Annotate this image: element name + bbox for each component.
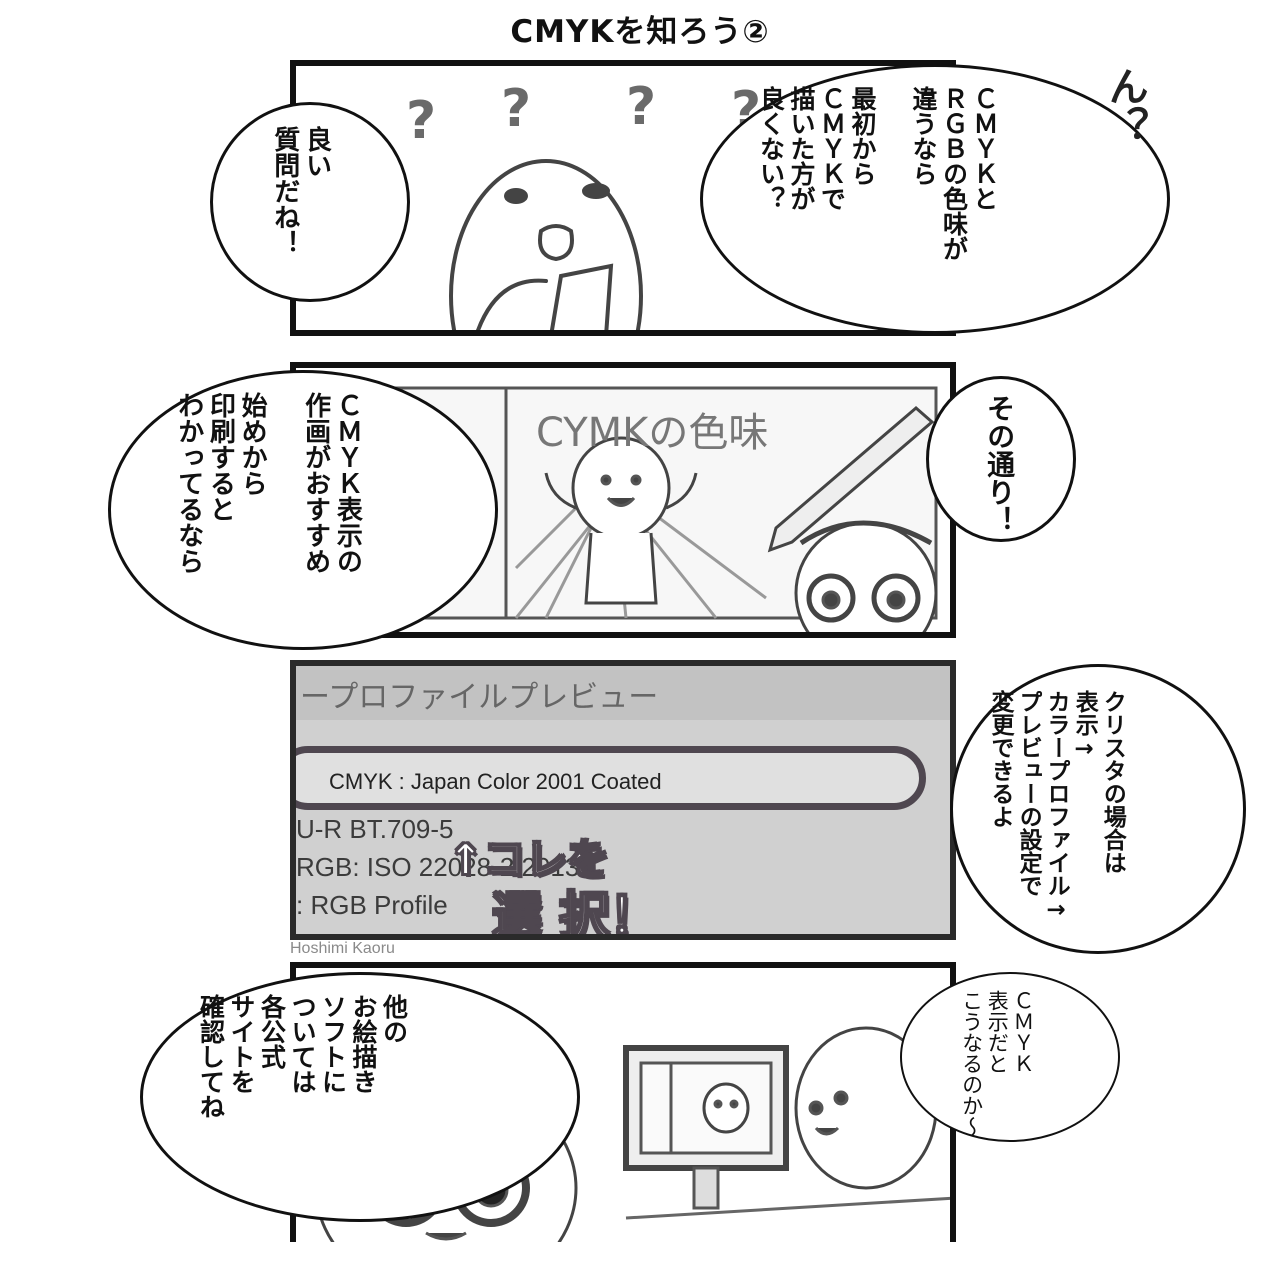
speech-text-other-software: 他の お絵描き ソフトに ついては 各公式 サイトを 確認してね (196, 994, 409, 1119)
speech-text-exactly: その通り！ (983, 394, 1017, 534)
speech-bubble-exactly (926, 376, 1076, 542)
question-mark: ? (501, 79, 531, 139)
speech-bubble-other-software (140, 972, 580, 1222)
panel-3: ープロファイルプレビュー CMYK : Japan Color 2001 Coa… (290, 660, 956, 940)
annotation-select: 選 択！ (491, 886, 660, 940)
menu-option-bt709[interactable]: U-R BT.709-5 (296, 814, 454, 844)
speech-text-clip-studio: クリスタの場合は 表示→ カラープロファイル→ プレビューの設定で 変更できるよ (987, 690, 1126, 923)
speech-bubble-cmyk-view (900, 972, 1120, 1142)
menu-header-bar (296, 666, 950, 720)
speech-text-cmyk-view: ＣＭＹＫ 表示だと こうなるのか～ (959, 990, 1035, 1137)
menu-option-cmyk-japan-color[interactable]: CMYK : Japan Color 2001 Coated (329, 769, 662, 794)
menu-list (296, 720, 950, 934)
comic-title: CMYKを知ろう② (510, 14, 770, 50)
speech-text-good-question: 良い 質問だね！ (269, 126, 332, 256)
menu-option-iso22028[interactable]: RGB: ISO 22028-2:2013 (296, 852, 580, 882)
speech-bubble-question (700, 64, 1170, 334)
artist-credit: Hoshimi Kaoru (290, 940, 395, 957)
speech-bubble-good-question (210, 102, 410, 302)
speech-text-recommend: ＣＭＹＫ表示の 作画がおすすめ 始めから 印刷すると わかってるなら (173, 392, 363, 574)
annotation-this: ↑コレを (447, 834, 610, 885)
speech-bubble-recommend (108, 370, 498, 650)
panel-2-art: CYMKの色味 (374, 386, 938, 632)
speech-text-question: ＣＭＹＫと ＲＧＢの色味が 違うなら 最初から ＣＭＹＫで 描いた方が 良くない… (756, 86, 1000, 261)
screen-caption: CYMKの色味 (536, 410, 768, 456)
question-mark: ? (406, 91, 436, 151)
menu-header: ープロファイルプレビュー (300, 680, 659, 715)
highlight-ring (296, 746, 926, 810)
menu-option-rgb-profile[interactable]: : RGB Profile (296, 890, 448, 920)
speech-bubble-clip-studio (950, 664, 1246, 954)
exclaim-text: ん？ (1101, 66, 1148, 146)
question-mark: ? (626, 77, 656, 137)
